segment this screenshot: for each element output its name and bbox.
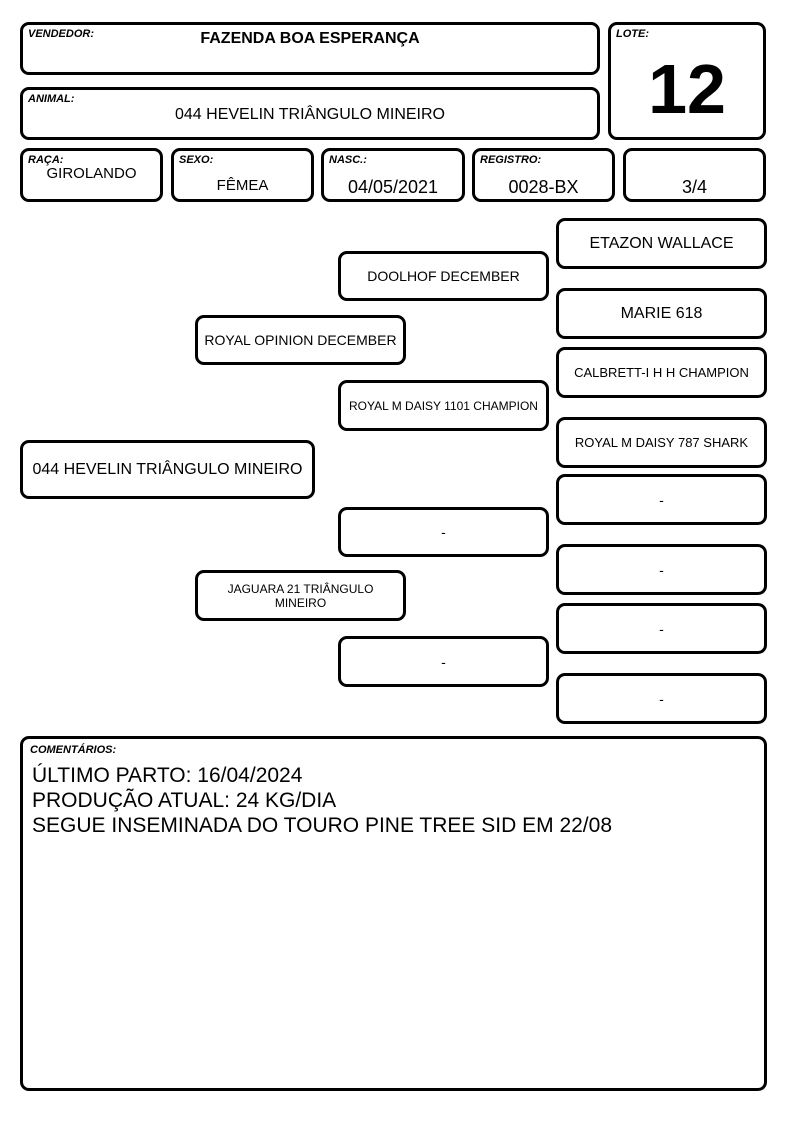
pedigree-ggp-8: - — [556, 673, 767, 724]
pedigree-dam: JAGUARA 21 TRIÂNGULO MINEIRO — [195, 570, 406, 621]
pedigree-sire: ROYAL OPINION DECEMBER — [195, 315, 406, 365]
lote-number: 12 — [648, 50, 726, 128]
grau-box: 3/4 — [623, 148, 766, 202]
pedigree-animal: 044 HEVELIN TRIÂNGULO MINEIRO — [20, 440, 315, 499]
animal-value: 044 HEVELIN TRIÂNGULO MINEIRO — [175, 106, 445, 123]
raca-box: RAÇA: GIROLANDO — [20, 148, 163, 202]
comment-line: SEGUE INSEMINADA DO TOURO PINE TREE SID … — [32, 814, 612, 837]
pedigree-sire-sire: DOOLHOF DECEMBER — [338, 251, 549, 301]
lote-box: LOTE: 12 — [608, 22, 766, 140]
comments-text: ÚLTIMO PARTO: 16/04/2024 PRODUÇÃO ATUAL:… — [32, 763, 754, 838]
lote-label: LOTE: — [616, 28, 649, 40]
registro-value: 0028-BX — [508, 177, 579, 197]
animal-box: ANIMAL: 044 HEVELIN TRIÂNGULO MINEIRO — [20, 87, 600, 140]
pedigree-ggp-7: - — [556, 603, 767, 654]
pedigree-ggp-1: ETAZON WALLACE — [556, 218, 767, 269]
sexo-value: FÊMEA — [216, 177, 269, 194]
pedigree-ggp-4: ROYAL M DAISY 787 SHARK — [556, 417, 767, 468]
nasc-box: NASC.: 04/05/2021 — [321, 148, 465, 202]
vendedor-value: FAZENDA BOA ESPERANÇA — [200, 30, 420, 47]
grau-value: 3/4 — [681, 177, 708, 197]
comments-label: COMENTÁRIOS: — [30, 744, 117, 756]
registro-box: REGISTRO: 0028-BX — [472, 148, 615, 202]
comment-line: PRODUÇÃO ATUAL: 24 KG/DIA — [32, 789, 337, 812]
comments-box: COMENTÁRIOS: ÚLTIMO PARTO: 16/04/2024 PR… — [20, 736, 767, 1091]
registro-label: REGISTRO: — [480, 154, 542, 166]
sexo-box: SEXO: FÊMEA — [171, 148, 314, 202]
pedigree-ggp-6: - — [556, 544, 767, 595]
nasc-value: 04/05/2021 — [347, 177, 439, 197]
pedigree-ggp-3: CALBRETT-I H H CHAMPION — [556, 347, 767, 398]
vendedor-label: VENDEDOR: — [28, 28, 95, 40]
raca-label: RAÇA: — [28, 154, 64, 166]
vendedor-box: VENDEDOR: FAZENDA BOA ESPERANÇA — [20, 22, 600, 75]
animal-label: ANIMAL: — [28, 93, 75, 105]
raca-value: GIROLANDO — [46, 165, 137, 182]
comment-line: ÚLTIMO PARTO: 16/04/2024 — [32, 764, 303, 787]
pedigree-dam-dam: - — [338, 636, 549, 687]
sexo-label: SEXO: — [179, 154, 214, 166]
pedigree-sire-dam: ROYAL M DAISY 1101 CHAMPION — [338, 380, 549, 431]
pedigree-ggp-2: MARIE 618 — [556, 288, 767, 339]
nasc-label: NASC.: — [329, 154, 367, 166]
pedigree-dam-sire: - — [338, 507, 549, 557]
pedigree-ggp-5: - — [556, 474, 767, 525]
